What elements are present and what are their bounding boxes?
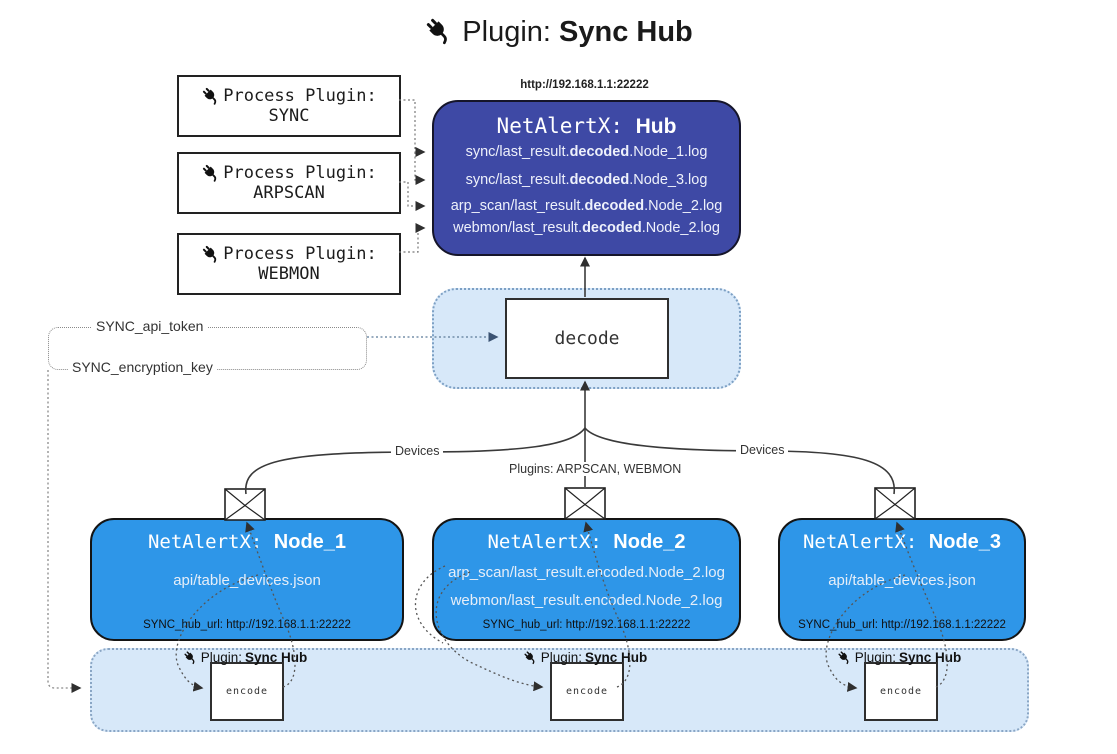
strip-plugin-label: Plugin: Sync Hub: [814, 650, 984, 665]
process-plugin-label: Process Plugin:: [223, 86, 377, 106]
node-file: webmon/last_result.encoded.Node_2.log: [450, 592, 723, 609]
node-hub-url: SYNC_hub_url: http://192.168.1.1:22222: [143, 619, 351, 631]
node-hub-url: SYNC_hub_url: http://192.168.1.1:22222: [798, 619, 1006, 631]
page-title-prefix: Plugin:: [462, 16, 560, 48]
encode-box: encode: [864, 662, 938, 721]
node-file: arp_scan/last_result.encoded.Node_2.log: [448, 564, 725, 581]
page-title: Plugin: Sync Hub: [0, 16, 1117, 49]
hub-box: NetAlertX: Hub sync/last_result.decoded.…: [432, 100, 741, 256]
hub-url-label: http://192.168.1.1:22222: [520, 79, 649, 91]
encode-box: encode: [210, 662, 284, 721]
hub-log-line: sync/last_result.decoded.Node_3.log: [465, 172, 708, 188]
process-plugin-label: Process Plugin:: [223, 163, 377, 183]
hub-title: NetAlertX: Hub: [434, 114, 739, 139]
envelope-icon: [564, 487, 606, 520]
devices-right-label: Devices: [736, 443, 789, 457]
plug-icon: [424, 16, 454, 46]
sync-api-token-label: SYNC_api_token: [92, 318, 208, 334]
process-plugin-sync-box: Process Plugin: SYNC: [177, 75, 401, 137]
plug-icon: [201, 86, 221, 106]
plug-icon: [837, 650, 852, 665]
process-plugin-name: ARPSCAN: [253, 183, 325, 203]
strip-plugin-label: Plugin: Sync Hub: [160, 650, 330, 665]
process-plugin-name: SYNC: [268, 106, 310, 126]
process-plugin-arpscan-box: Process Plugin: ARPSCAN: [177, 152, 401, 214]
plug-icon: [201, 163, 221, 183]
page-title-name: Sync Hub: [559, 16, 693, 48]
plug-icon: [201, 244, 221, 264]
plug-icon: [183, 650, 198, 665]
envelope-icon: [224, 488, 266, 521]
node-hub-url: SYNC_hub_url: http://192.168.1.1:22222: [482, 619, 691, 631]
process-plugin-webmon-box: Process Plugin: WEBMON: [177, 233, 401, 295]
node-2-box: NetAlertX: Node_2 arp_scan/last_result.e…: [432, 518, 741, 641]
node-file: api/table_devices.json: [173, 572, 321, 589]
node-file: api/table_devices.json: [828, 572, 976, 589]
hub-log-line: sync/last_result.decoded.Node_1.log: [465, 144, 708, 160]
plug-icon: [523, 650, 538, 665]
devices-left-label: Devices: [391, 444, 444, 458]
hub-log-line: arp_scan/last_result.decoded.Node_2.log: [450, 198, 723, 214]
plugins-center-label: Plugins: ARPSCAN, WEBMON: [505, 462, 686, 476]
envelope-icon: [874, 487, 916, 520]
node-title: NetAlertX: Node_3: [802, 531, 1002, 553]
hub-title-prefix: NetAlertX:: [496, 114, 636, 138]
sync-encryption-key-label: SYNC_encryption_key: [68, 359, 217, 375]
hub-title-name: Hub: [635, 115, 677, 138]
process-plugin-name: WEBMON: [258, 264, 320, 284]
encode-box: encode: [550, 662, 624, 721]
node-title: NetAlertX: Node_1: [147, 531, 347, 553]
strip-plugin-label: Plugin: Sync Hub: [500, 650, 670, 665]
decode-box: decode: [505, 298, 669, 379]
node-title: NetAlertX: Node_2: [487, 531, 686, 553]
node-1-box: NetAlertX: Node_1 api/table_devices.json…: [90, 518, 404, 641]
process-plugin-label: Process Plugin:: [223, 244, 377, 264]
node-3-box: NetAlertX: Node_3 api/table_devices.json…: [778, 518, 1026, 641]
hub-log-line: webmon/last_result.decoded.Node_2.log: [453, 220, 720, 236]
